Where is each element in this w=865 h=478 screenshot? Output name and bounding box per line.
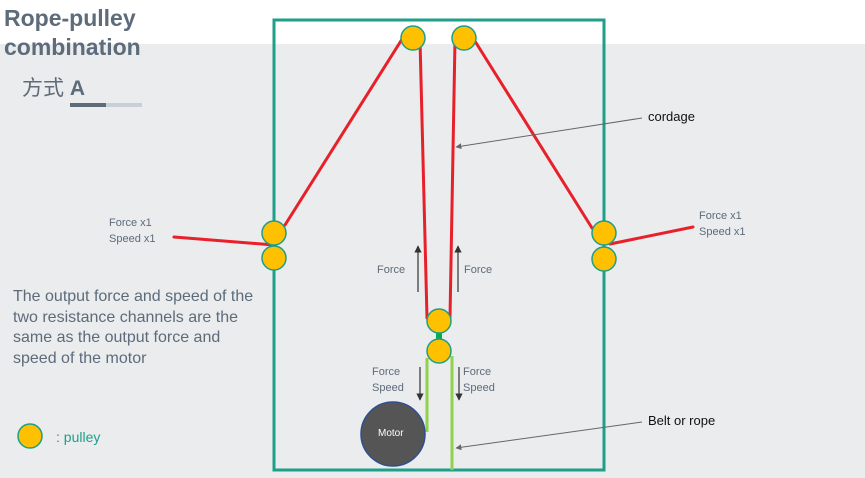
left-speed-label: Speed x1 bbox=[109, 233, 156, 245]
pulley-left-lower bbox=[261, 245, 287, 271]
rope-inner-left bbox=[418, 38, 429, 320]
right-input-label: Force x1 Speed x1 bbox=[699, 208, 745, 240]
belt-rope bbox=[425, 356, 454, 470]
pulley-top-right bbox=[451, 25, 477, 51]
subtitle-underline-light bbox=[106, 103, 142, 107]
rope-right-input bbox=[608, 225, 695, 246]
belt-pointer bbox=[455, 421, 643, 451]
belt-callout: Belt or rope bbox=[648, 413, 716, 428]
belt-right-force-label: Force bbox=[463, 366, 492, 378]
pulley-center-upper bbox=[426, 308, 452, 334]
page-subtitle: 方式 A bbox=[22, 72, 85, 102]
subtitle-underline-dark bbox=[70, 103, 106, 107]
right-speed-label: Speed x1 bbox=[699, 226, 746, 238]
force-label-left: Force bbox=[377, 264, 406, 276]
belt-left-label: Force Speed bbox=[372, 364, 404, 396]
belt-right-speed-label: Speed bbox=[463, 382, 495, 394]
rope-right-diagonal bbox=[471, 36, 594, 230]
belt-left-speed-label: Speed bbox=[372, 382, 404, 394]
background-band bbox=[0, 44, 865, 478]
frame-box bbox=[272, 18, 606, 472]
pulley-top-left bbox=[400, 25, 426, 51]
pulleys bbox=[17, 25, 617, 449]
motor bbox=[360, 401, 426, 467]
cordage-callout: cordage bbox=[648, 109, 695, 124]
legend-pulley-label: : pulley bbox=[56, 429, 101, 445]
force-label-right: Force bbox=[464, 264, 493, 276]
subtitle-chinese: 方式 bbox=[22, 76, 64, 100]
subtitle-letter: A bbox=[69, 77, 86, 100]
rope-left-input bbox=[172, 235, 276, 247]
right-force-label: Force x1 bbox=[699, 210, 742, 222]
coupler-bar bbox=[436, 320, 442, 348]
belt-right-label: Force Speed bbox=[463, 364, 495, 396]
pulley-left-upper bbox=[261, 220, 287, 246]
rope-cordage bbox=[172, 34, 695, 320]
rope-left-diagonal bbox=[283, 34, 406, 227]
belt-left-force-label: Force bbox=[372, 366, 401, 378]
cordage-pointer bbox=[455, 117, 643, 150]
rope-inner-right bbox=[448, 38, 457, 320]
left-force-label: Force x1 bbox=[109, 217, 152, 229]
pulley-legend bbox=[17, 423, 43, 449]
pulley-center-lower bbox=[426, 338, 452, 364]
page-title: Rope-pulley combination bbox=[4, 5, 141, 60]
pulley-right-lower bbox=[591, 246, 617, 272]
motor-label: Motor bbox=[378, 428, 404, 439]
left-input-label: Force x1 Speed x1 bbox=[109, 215, 155, 247]
description-text: The output force and speed of the two re… bbox=[13, 288, 254, 367]
pulley-right-upper bbox=[591, 220, 617, 246]
